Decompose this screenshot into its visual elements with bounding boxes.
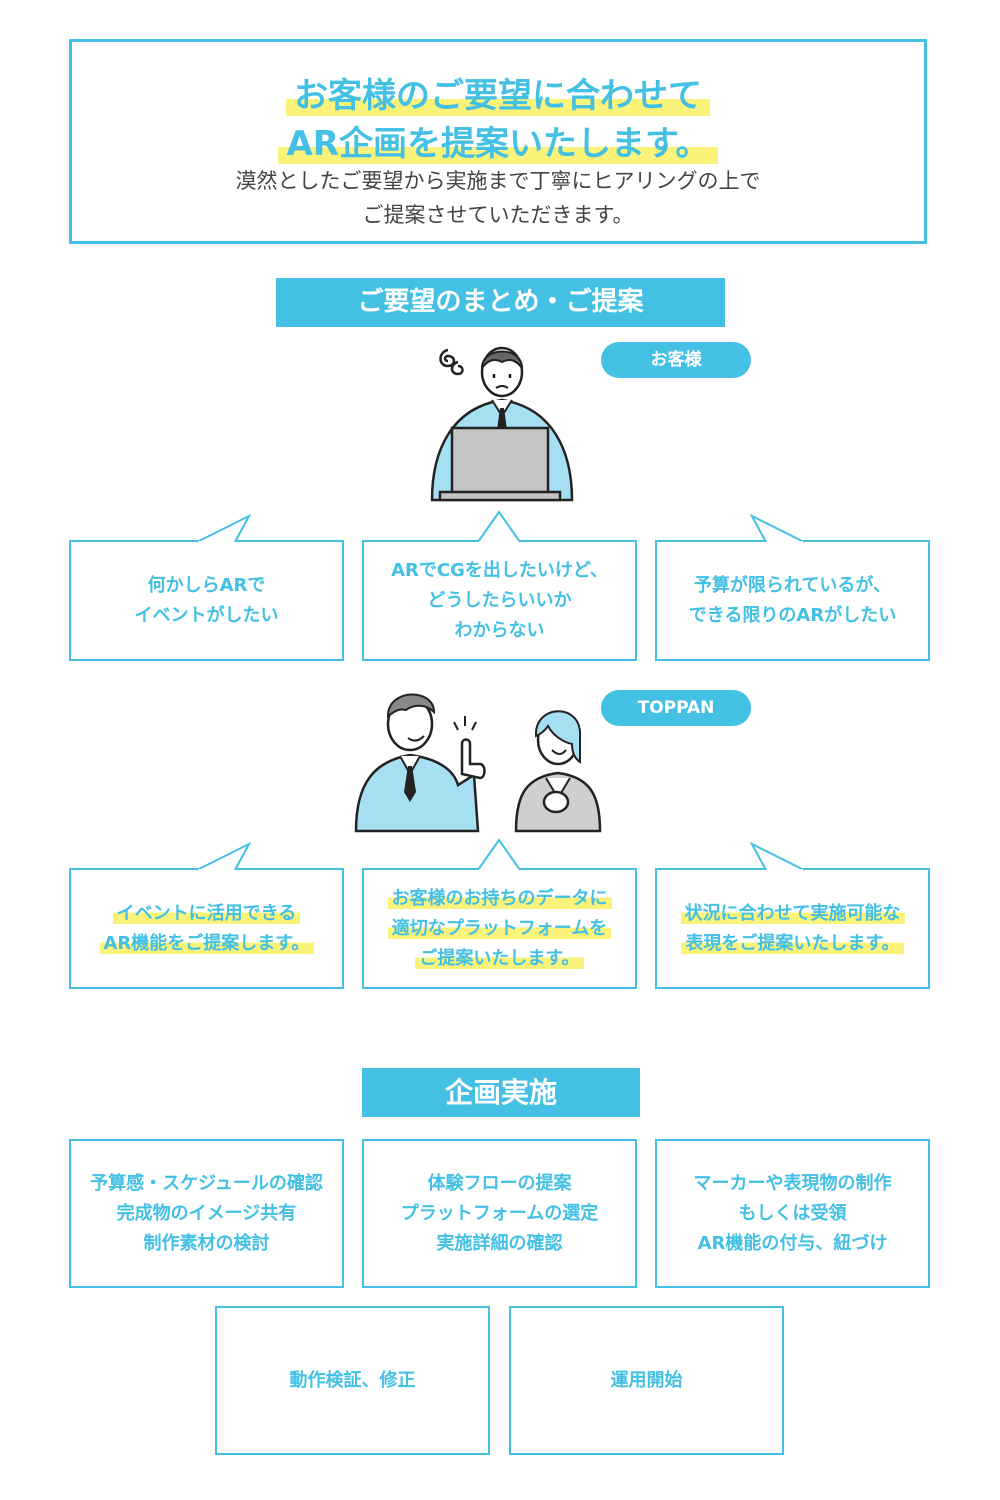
bubble-line: どうしたらいいか — [427, 589, 572, 611]
step-line: マーカーや表現物の制作 — [693, 1172, 892, 1194]
step-line: 動作検証、修正 — [289, 1369, 416, 1391]
section-title-implementation: 企画実施 — [362, 1068, 640, 1117]
step-line: もしくは受領 — [738, 1202, 847, 1224]
worried-customer-illustration — [430, 346, 574, 502]
step-box-4: 動作検証、修正 — [215, 1306, 490, 1455]
bubble-line: 表現をご提案いたします。 — [681, 932, 904, 954]
step-line: 完成物のイメージ共有 — [116, 1202, 297, 1224]
bubble-line: できる限りのARがしたい — [688, 604, 897, 626]
bubble-line: わからない — [454, 619, 545, 641]
bubble-line: 何かしらARで — [147, 574, 266, 596]
customer-bubble-1: 何かしらARで イベントがしたい — [69, 540, 344, 661]
customer-label: お客様 — [601, 342, 751, 378]
step-line: プラットフォームの選定 — [400, 1202, 599, 1224]
intro-sub-line1: 漠然としたご要望から実施まで丁寧にヒアリングの上で — [235, 169, 761, 193]
staff-illustration — [354, 693, 602, 833]
bubble-line: イベントがしたい — [134, 604, 279, 626]
step-line: 制作素材の検討 — [143, 1232, 270, 1254]
bubble-line: 状況に合わせて実施可能な — [680, 902, 905, 924]
step-box-2: 体験フローの提案 プラットフォームの選定 実施詳細の確認 — [362, 1139, 637, 1288]
headline-line1: お客様のご要望に合わせて — [72, 68, 924, 117]
bubble-line: ARでCGを出したいけど、 — [391, 559, 608, 581]
bubble-tail — [749, 841, 805, 873]
bubble-line: 適切なプラットフォームを — [387, 917, 612, 939]
bubble-tail — [749, 513, 805, 545]
bubble-tail — [196, 513, 252, 545]
step-line: 実施詳細の確認 — [436, 1232, 563, 1254]
bubble-tail — [477, 510, 521, 545]
bubble-line: イベントに活用できる — [112, 902, 301, 924]
bubble-tail — [196, 841, 252, 873]
customer-bubble-3: 予算が限られているが、 できる限りのARがしたい — [655, 540, 930, 661]
step-box-1: 予算感・スケジュールの確認 完成物のイメージ共有 制作素材の検討 — [69, 1139, 344, 1288]
step-box-3: マーカーや表現物の制作 もしくは受領 AR機能の付与、紐づけ — [655, 1139, 930, 1288]
step-line: AR機能の付与、紐づけ — [697, 1232, 888, 1254]
step-line: 運用開始 — [610, 1369, 683, 1391]
bubble-line: 予算が限られているが、 — [693, 574, 892, 596]
bubble-tail — [477, 838, 521, 873]
company-bubble-3: 状況に合わせて実施可能な 表現をご提案いたします。 — [655, 868, 930, 989]
step-line: 体験フローの提案 — [427, 1172, 572, 1194]
company-bubble-1: イベントに活用できる AR機能をご提案します。 — [69, 868, 344, 989]
company-label: TOPPAN — [601, 690, 751, 726]
company-bubble-2: お客様のお持ちのデータに 適切なプラットフォームを ご提案いたします。 — [362, 868, 637, 989]
headline-line2: AR企画を提案いたします。 — [72, 116, 924, 165]
step-line: 予算感・スケジュールの確認 — [90, 1172, 323, 1194]
bubble-line: AR機能をご提案します。 — [99, 932, 314, 954]
intro-box: お客様のご要望に合わせて AR企画を提案いたします。 漠然としたご要望から実施ま… — [69, 39, 927, 244]
bubble-line: お客様のお持ちのデータに — [387, 887, 612, 909]
intro-sub-line2: ご提案させていただきます。 — [362, 203, 634, 227]
section-title-proposal: ご要望のまとめ・ご提案 — [276, 278, 725, 327]
customer-bubble-2: ARでCGを出したいけど、 どうしたらいいか わからない — [362, 540, 637, 661]
step-box-5: 運用開始 — [509, 1306, 784, 1455]
bubble-line: ご提案いたします。 — [415, 947, 584, 969]
